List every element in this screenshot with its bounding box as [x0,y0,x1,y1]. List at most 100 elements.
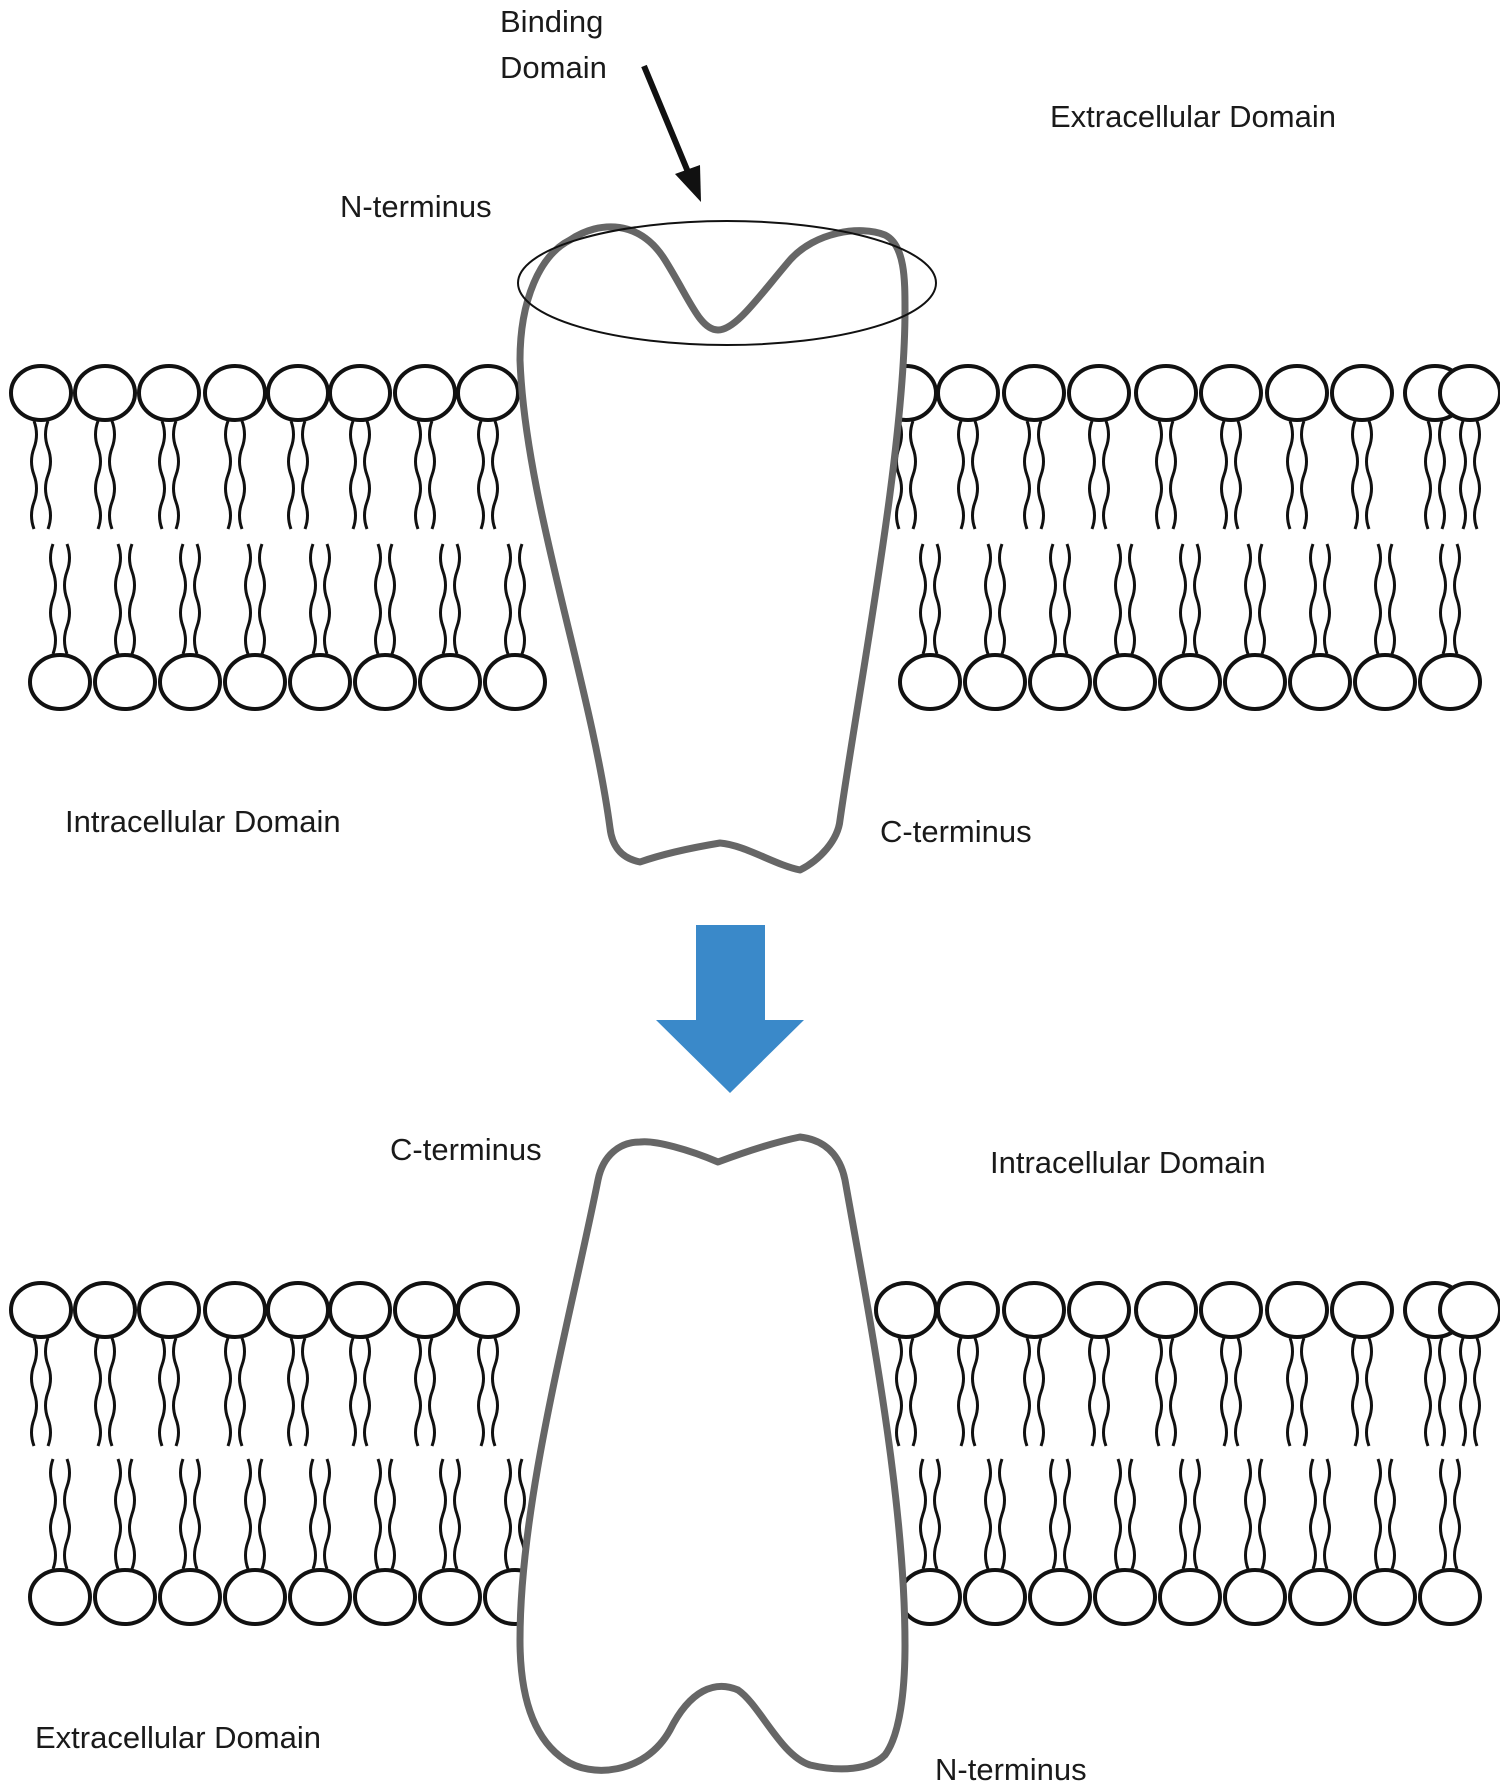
outer-lipid-head [73,1281,137,1339]
outer-lipid-tail [1037,420,1045,530]
outer-lipid-tail [108,420,116,530]
outer-lipid-head [1265,1281,1329,1339]
inner-lipid-head [1288,653,1352,711]
outer-lipid-tail [172,1337,180,1447]
outer-lipid-tail [491,420,499,530]
inner-lipid-tail [1114,1458,1122,1570]
top-extracellular-label: Extracellular Domain [1050,99,1336,134]
inner-lipid-head [1093,1568,1157,1626]
outer-lipid-tail [1300,1337,1308,1447]
inner-lipid-head [1158,1568,1222,1626]
outer-lipid-head [203,364,267,422]
outer-lipid-tail [428,420,436,530]
inner-lipid-tail [933,1458,941,1570]
outer-lipid-head [456,364,520,422]
outer-lipid-head [266,364,330,422]
inner-lipid-head [223,1568,287,1626]
outer-lipid-tail [108,1337,116,1447]
outer-lipid-tail [1459,1337,1467,1447]
inner-lipid-tail [504,543,512,655]
bottom-n-terminus-label: N-terminus [935,1752,1087,1787]
inner-lipid-tail [998,543,1006,655]
inner-lipid-tail [244,1458,252,1570]
inner-lipid-tail [258,543,266,655]
inner-lipid-tail [1258,543,1266,655]
inner-lipid-tail [244,543,252,655]
inner-lipid-head [1093,653,1157,711]
top-c-terminus-label: C-terminus [880,814,1032,849]
inner-lipid-tail [439,543,447,655]
outer-lipid-tail [238,420,246,530]
outer-lipid-tail [477,420,485,530]
outer-lipid-head [137,364,201,422]
outer-lipid-head [9,364,73,422]
inner-lipid-head [223,653,287,711]
inner-lipid-tail [1193,1458,1201,1570]
inner-lipid-tail [1309,1458,1317,1570]
inner-lipid-tail [49,543,57,655]
bottom-lipid-bilayer [9,1281,1500,1626]
outer-lipid-head [1067,1281,1131,1339]
inner-lipid-tail [193,543,201,655]
inner-lipid-tail [504,1458,512,1570]
down-arrow-icon [656,925,804,1093]
outer-lipid-tail [428,1337,436,1447]
outer-lipid-tail [1155,1337,1163,1447]
inner-lipid-tail [309,543,317,655]
inner-lipid-head [93,1568,157,1626]
inner-lipid-head [1223,1568,1287,1626]
top-lipid-bilayer [9,364,1500,711]
outer-lipid-tail [957,420,965,530]
outer-lipid-head [73,364,137,422]
inner-lipid-head [963,1568,1027,1626]
outer-lipid-tail [1220,1337,1228,1447]
outer-lipid-tail [363,1337,371,1447]
inner-lipid-tail [1258,1458,1266,1570]
outer-lipid-tail [349,420,357,530]
outer-lipid-tail [971,420,979,530]
inner-lipid-tail [374,1458,382,1570]
outer-lipid-head [1438,364,1500,422]
inner-lipid-tail [388,1458,396,1570]
outer-lipid-tail [1351,420,1359,530]
outer-lipid-head [1330,1281,1394,1339]
inner-lipid-tail [933,543,941,655]
outer-lipid-tail [363,420,371,530]
outer-lipid-tail [172,420,180,530]
outer-lipid-tail [238,1337,246,1447]
outer-lipid-head [1002,364,1066,422]
inner-lipid-head [1158,653,1222,711]
inner-lipid-tail [1179,1458,1187,1570]
inner-lipid-head [28,1568,92,1626]
inner-lipid-tail [128,543,136,655]
inner-lipid-tail [1453,543,1461,655]
binding-domain-label-line2: Domain [500,50,607,85]
outer-lipid-tail [301,420,309,530]
inner-lipid-tail [984,1458,992,1570]
outer-lipid-tail [287,420,295,530]
outer-lipid-head [393,1281,457,1339]
inner-lipid-tail [1323,1458,1331,1570]
outer-lipid-head [874,1281,938,1339]
outer-lipid-head [393,364,457,422]
outer-lipid-tail [1169,420,1177,530]
inner-lipid-tail [1128,1458,1136,1570]
outer-lipid-tail [491,1337,499,1447]
inner-lipid-tail [1439,543,1447,655]
outer-lipid-tail [1102,420,1110,530]
outer-lipid-tail [971,1337,979,1447]
inner-lipid-head [28,653,92,711]
bottom-receptor-protein [516,1133,909,1774]
outer-lipid-head [1330,364,1394,422]
outer-lipid-tail [30,1337,38,1447]
bottom-c-terminus-label: C-terminus [390,1132,542,1167]
outer-lipid-head [266,1281,330,1339]
outer-lipid-tail [1424,420,1432,530]
outer-lipid-tail [1365,1337,1373,1447]
inner-lipid-tail [1244,1458,1252,1570]
inner-lipid-tail [1193,543,1201,655]
inner-lipid-head [483,653,547,711]
inner-lipid-head [1028,1568,1092,1626]
inner-lipid-tail [1128,543,1136,655]
